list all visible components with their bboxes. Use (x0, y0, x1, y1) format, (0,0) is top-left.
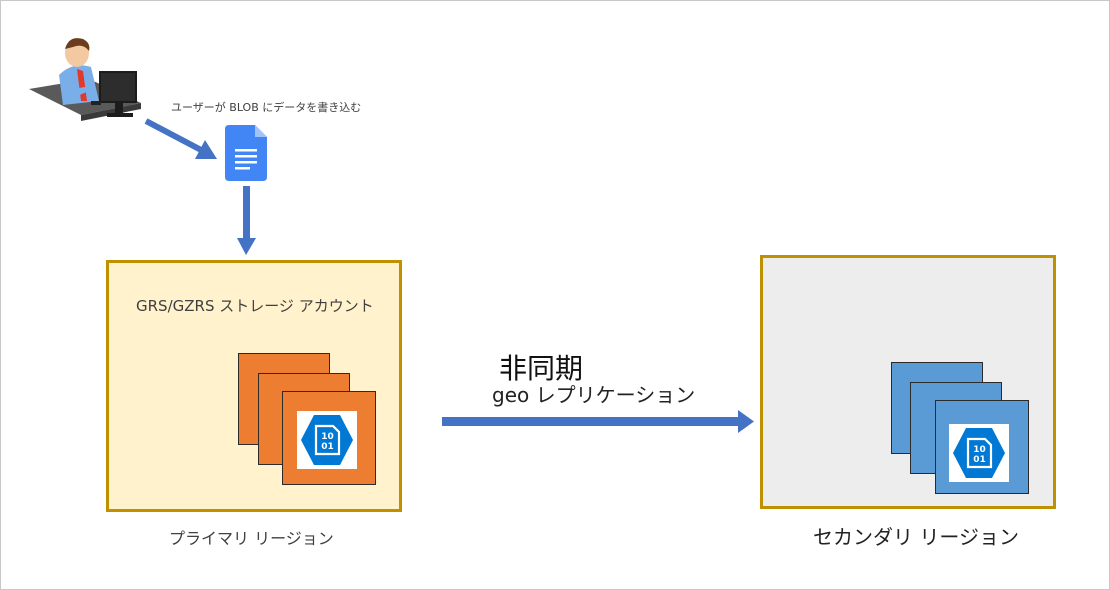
svg-text:01: 01 (321, 442, 334, 452)
blob-storage-icon: 10 01 (953, 428, 1005, 478)
blob-storage-icon: 10 01 (301, 415, 353, 465)
user-write-caption: ユーザーが BLOB にデータを書き込む (171, 101, 362, 114)
arrow-user-to-document (144, 118, 217, 159)
svg-text:01: 01 (973, 455, 986, 465)
svg-text:10: 10 (321, 432, 334, 442)
arrow-document-to-primary (237, 186, 256, 255)
secondary-blob-icon-tile: 10 01 (949, 424, 1009, 482)
async-label: 非同期 (499, 352, 584, 385)
secondary-region-caption: セカンダリ リージョン (813, 525, 1019, 549)
primary-region-caption: プライマリ リージョン (169, 529, 334, 548)
document-icon (225, 125, 267, 181)
primary-region-border (106, 260, 402, 512)
storage-account-title: GRS/GZRS ストレージ アカウント (136, 297, 374, 315)
primary-blob-icon-tile: 10 01 (297, 411, 357, 469)
geo-replication-label: geo レプリケーション (492, 383, 696, 407)
svg-text:10: 10 (973, 445, 986, 455)
secondary-region-border (760, 255, 1056, 509)
user-at-computer-icon (29, 38, 141, 121)
geo-replication-arrow (442, 410, 754, 433)
